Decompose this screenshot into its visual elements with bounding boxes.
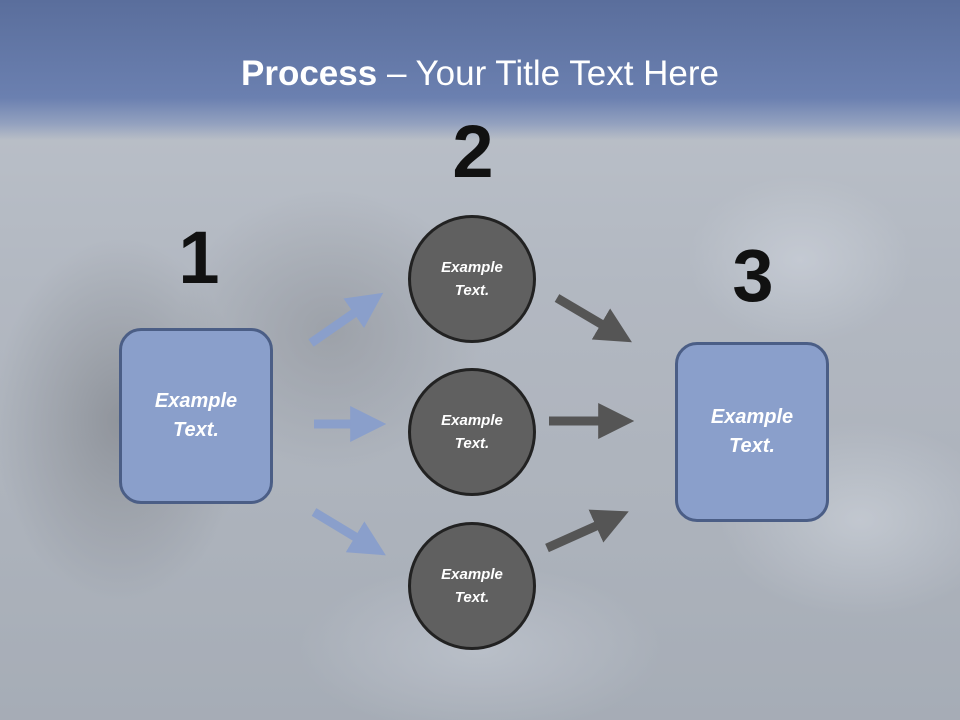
right-box-line2: Text. bbox=[729, 435, 775, 457]
step-number-1: 1 bbox=[178, 216, 220, 299]
arrow-left-to-bottom bbox=[311, 508, 386, 556]
middle-circle-top: Example Text. bbox=[408, 215, 536, 343]
step-number-3: 3 bbox=[732, 234, 774, 317]
arrow-bottom-to-right bbox=[545, 509, 629, 553]
circle-center-line1: Example bbox=[441, 412, 503, 429]
circle-bottom-line1: Example bbox=[441, 566, 503, 583]
title-bold: Process bbox=[241, 54, 378, 93]
middle-circle-center: Example Text. bbox=[408, 368, 536, 496]
slide-title: Process – Your Title Text Here bbox=[0, 52, 960, 96]
circle-bottom-line2: Text. bbox=[454, 589, 490, 606]
arrow-left-to-top bbox=[308, 292, 384, 347]
left-box: Example Text. bbox=[119, 328, 273, 504]
left-box-line1: Example bbox=[154, 390, 238, 412]
circle-center-line2: Text. bbox=[454, 435, 490, 452]
step-number-2: 2 bbox=[452, 110, 494, 193]
middle-circle-bottom: Example Text. bbox=[408, 522, 536, 650]
right-box: Example Text. bbox=[675, 342, 829, 522]
circle-top-line1: Example bbox=[441, 259, 503, 276]
title-rest: – Your Title Text Here bbox=[377, 54, 719, 93]
left-box-line2: Text. bbox=[173, 419, 219, 441]
right-box-line1: Example bbox=[710, 406, 794, 428]
circle-top-line2: Text. bbox=[454, 282, 490, 299]
arrow-top-to-right bbox=[554, 294, 632, 343]
header-band bbox=[0, 0, 960, 140]
